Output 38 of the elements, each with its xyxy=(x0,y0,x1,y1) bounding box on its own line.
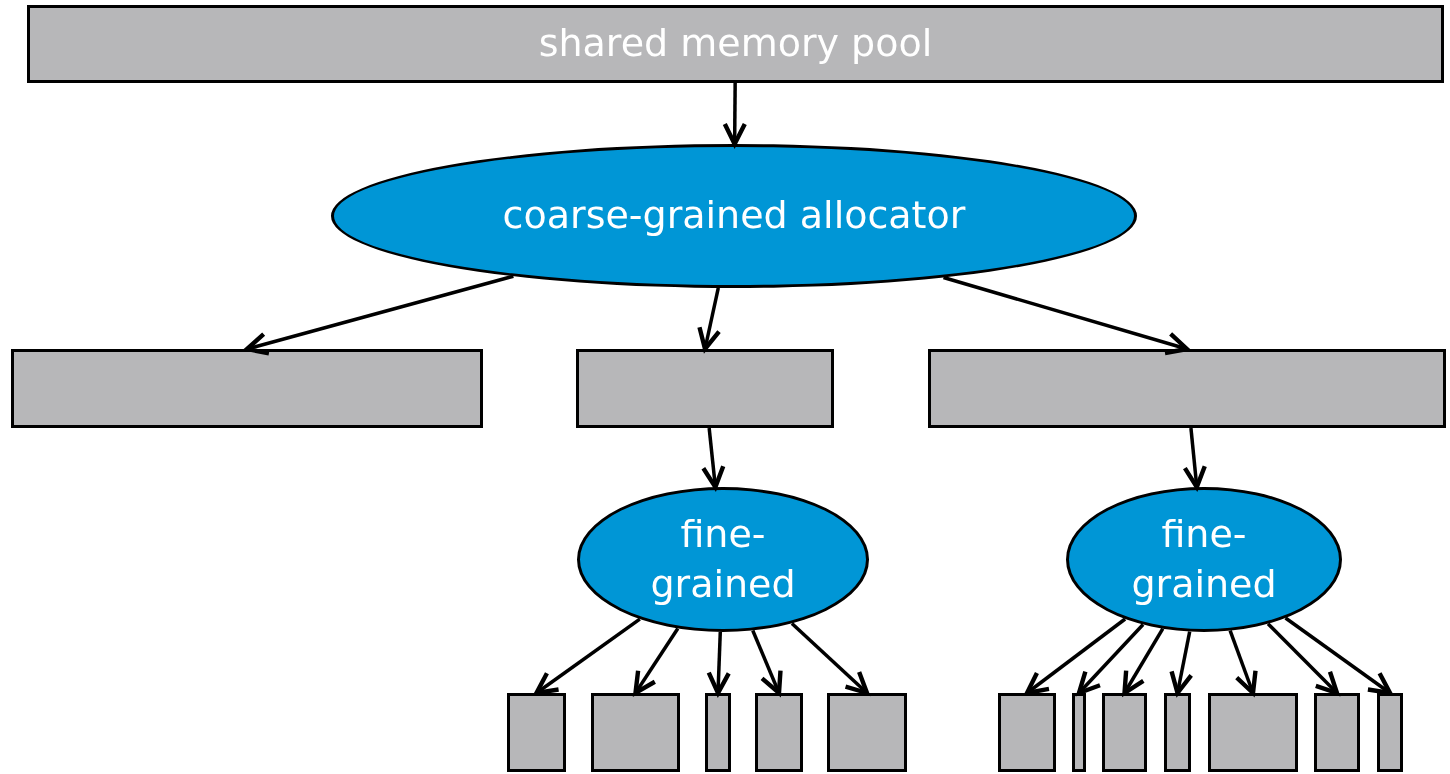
memory-block xyxy=(705,693,731,772)
arrow xyxy=(790,622,870,696)
arrow xyxy=(1024,617,1127,696)
memory-block xyxy=(576,349,834,428)
arrow xyxy=(1182,427,1207,490)
arrow xyxy=(244,274,514,356)
memory-block xyxy=(1377,693,1403,772)
arrow xyxy=(706,631,731,696)
memory-block xyxy=(1072,693,1086,772)
node-label: coarse-grained allocator xyxy=(502,192,966,240)
memory-block xyxy=(507,693,566,772)
arrow xyxy=(1284,616,1393,696)
memory-block xyxy=(827,693,907,772)
node-label: fine-grained xyxy=(1130,511,1278,608)
memory-block xyxy=(998,693,1056,772)
memory-block xyxy=(928,349,1446,428)
arrow xyxy=(701,427,726,490)
node-label: fine-grained xyxy=(649,511,797,608)
memory-block xyxy=(1102,693,1147,772)
memory-block xyxy=(755,693,803,772)
memory-block xyxy=(11,349,483,428)
arrow xyxy=(1076,623,1145,696)
arrow xyxy=(1266,622,1340,696)
arrow xyxy=(697,287,722,352)
arrow xyxy=(1122,627,1165,696)
memory-block xyxy=(591,693,680,772)
memory-block xyxy=(27,5,1444,83)
arrow xyxy=(1228,630,1258,696)
node-label: shared memory pool xyxy=(538,20,933,68)
memory-block xyxy=(1208,693,1298,772)
arrow xyxy=(751,629,783,696)
memory-block xyxy=(1314,693,1360,772)
arrow xyxy=(722,83,747,147)
arrow xyxy=(1169,631,1194,696)
arrow xyxy=(534,617,641,696)
arrow xyxy=(633,627,680,696)
memory-block xyxy=(1164,693,1191,772)
arrow xyxy=(943,275,1190,356)
